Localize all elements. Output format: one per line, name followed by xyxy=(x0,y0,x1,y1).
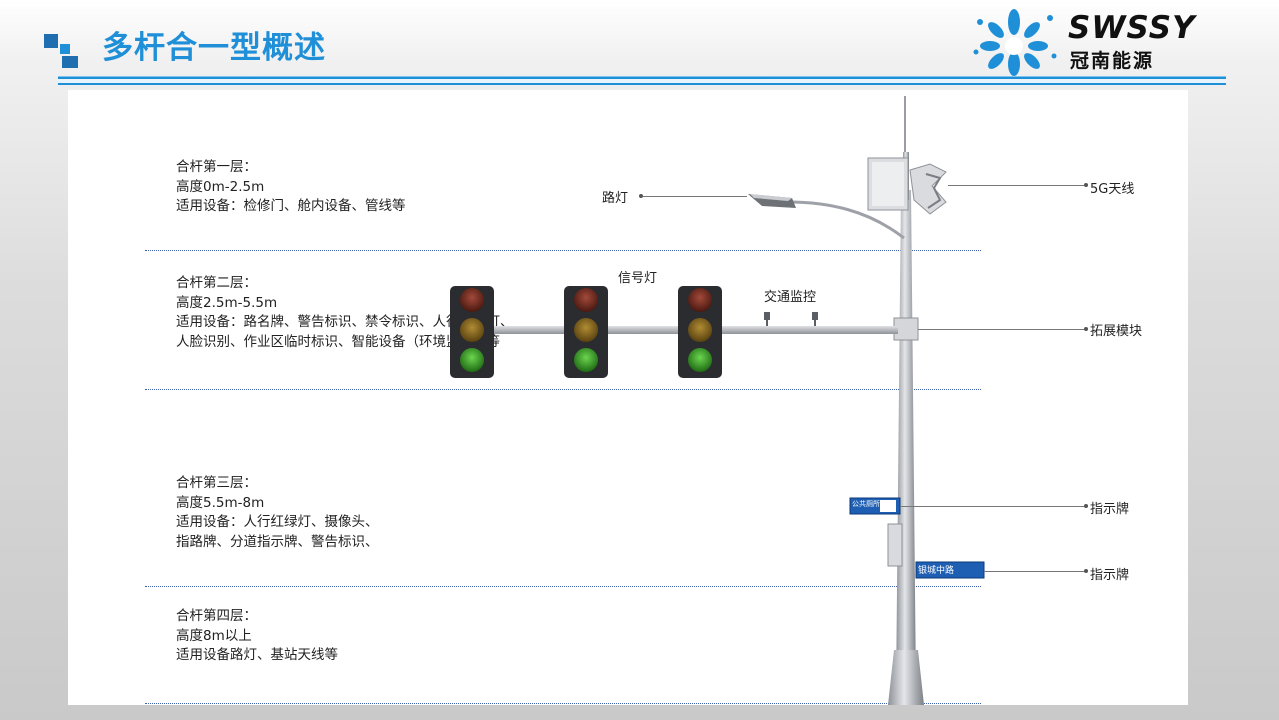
streetlight-leader xyxy=(643,196,747,197)
expansion-leader-dot xyxy=(1084,327,1088,331)
expansion-module-label: 拓展模块 xyxy=(1090,324,1143,339)
streetlight-arm xyxy=(787,200,905,240)
pole-base xyxy=(888,650,924,705)
streetlight-leader-dot xyxy=(639,194,643,198)
streetlight-label: 路灯 xyxy=(602,191,629,206)
sign-upper-leader-dot xyxy=(1084,504,1088,508)
upper-sign-text: 公共厕所 xyxy=(852,500,880,508)
divider-4-3 xyxy=(145,250,981,251)
divider-3-2 xyxy=(145,389,981,390)
layer-2-equipment: 适用设备：人行红绿灯、摄像头、 xyxy=(176,514,379,530)
layer-3-equipment: 适用设备：路名牌、警告标识、禁令标识、人行信号灯、 xyxy=(176,314,514,330)
page-title: 多杆合一型概述 xyxy=(102,30,326,66)
layer-3-name: 合杆第二层： xyxy=(176,275,257,291)
brand-name: SWSSY xyxy=(1068,10,1196,46)
main-pole xyxy=(896,190,916,690)
lower-sign-text: 银城中路 xyxy=(918,566,955,576)
header-rule xyxy=(58,76,1226,85)
sign-lower xyxy=(915,561,985,579)
brand-subname: 冠南能源 xyxy=(1070,50,1155,72)
antenna-label: 5G天线 xyxy=(1090,182,1135,197)
traffic-camera xyxy=(764,312,818,326)
layer-4-text: 合杆第一层： 高度0m-2.5m 适用设备：检修门、舱内设备、管线等 xyxy=(176,158,406,217)
brand-logo: SWSSY 冠南能源 xyxy=(966,6,1216,78)
sign-lower-leader xyxy=(984,571,1088,572)
pole-illustration xyxy=(450,96,985,705)
layer-4-name: 合杆第一层： xyxy=(176,159,257,175)
header-bar: 多杆合一型概述 SWSSY 冠南能源 xyxy=(0,0,1279,80)
antenna-leader-dot xyxy=(1084,183,1088,187)
sign-lower-leader-dot xyxy=(1084,569,1088,573)
expansion-leader xyxy=(918,329,1088,330)
brand-flower-icon xyxy=(973,9,1057,76)
sign-upper-label: 指示牌 xyxy=(1090,502,1130,517)
layer-2-name: 合杆第三层： xyxy=(176,475,257,491)
layer-4-height: 高度0m-2.5m xyxy=(176,178,265,195)
traffic-monitor-label: 交通监控 xyxy=(764,290,817,305)
antenna-5g xyxy=(867,157,947,215)
streetlight-head xyxy=(748,194,796,208)
traffic-light-2 xyxy=(564,286,608,378)
traffic-light-1 xyxy=(450,286,494,378)
diagram-panel: 合杆第一层： 高度0m-2.5m 适用设备：检修门、舱内设备、管线等 合杆第二层… xyxy=(68,90,1188,705)
layer-2-text: 合杆第三层： 高度5.5m-8m 适用设备：人行红绿灯、摄像头、 指路牌、分道指… xyxy=(176,474,379,552)
layer-3-height: 高度2.5m-5.5m xyxy=(176,294,278,311)
sign-lower-label: 指示牌 xyxy=(1090,568,1130,583)
layer-1-name: 合杆第四层： xyxy=(176,608,257,624)
layer-4-equipment: 适用设备：检修门、舱内设备、管线等 xyxy=(176,198,406,214)
divider-2-1 xyxy=(145,586,981,587)
layer-2-height: 高度5.5m-8m xyxy=(176,494,265,511)
sign-upper-leader xyxy=(900,506,1088,507)
title-square-icon xyxy=(44,34,78,68)
divider-bottom xyxy=(145,703,981,704)
lightning-rod xyxy=(904,96,906,158)
layer-1-equipment: 适用设备路灯、基站天线等 xyxy=(176,647,338,663)
layer-2-equipment-line2: 指路牌、分道指示牌、警告标识、 xyxy=(176,533,379,550)
layer-1-height: 高度8m以上 xyxy=(176,627,252,644)
signal-light-label: 信号灯 xyxy=(618,271,658,286)
pedestrian-signal xyxy=(887,523,903,567)
antenna-leader xyxy=(948,185,1088,186)
traffic-light-3 xyxy=(678,286,722,378)
layer-3-text: 合杆第二层： 高度2.5m-5.5m 适用设备：路名牌、警告标识、禁令标识、人行… xyxy=(176,274,514,352)
layer-1-text: 合杆第四层： 高度8m以上 适用设备路灯、基站天线等 xyxy=(176,607,338,666)
layer-3-equipment-line2: 人脸识别、作业区临时标识、智能设备（环境监测）等 xyxy=(176,333,500,350)
